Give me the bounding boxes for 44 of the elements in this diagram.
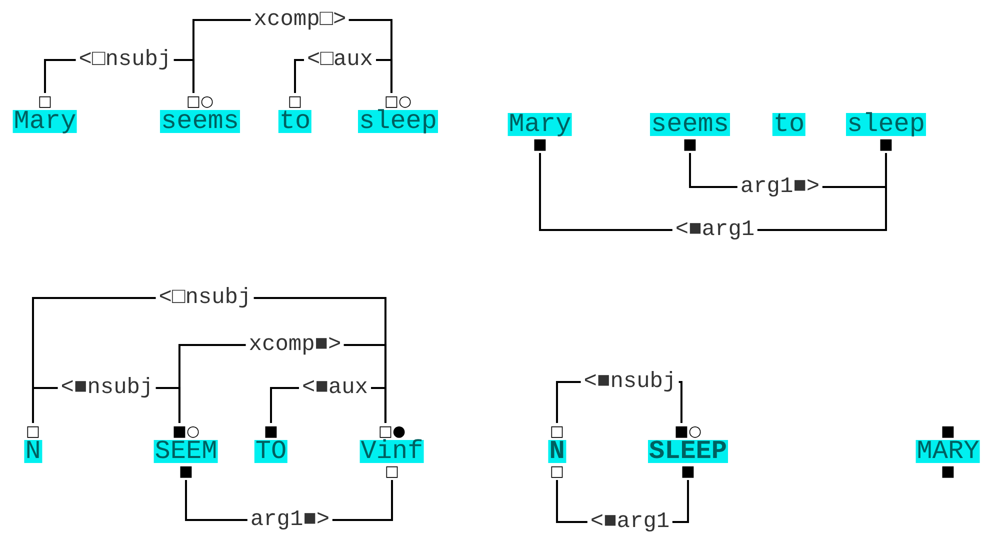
node-marker: ■	[264, 423, 278, 440]
node-marker: ■	[532, 136, 548, 153]
word-label: MARY	[916, 440, 980, 463]
edge-label: <■nsubj	[58, 377, 156, 399]
node-marker: □	[384, 463, 400, 480]
word-label: N	[548, 440, 566, 463]
word-label: TO	[254, 440, 288, 463]
node-marker: ■	[682, 136, 698, 153]
word-label: seems	[650, 113, 730, 136]
node-marker: □○	[186, 93, 214, 110]
edge-label: <□nsubj	[156, 287, 254, 309]
node-marker: ■	[940, 423, 956, 440]
node-marker: ■	[680, 463, 696, 480]
word-label: to	[772, 113, 806, 136]
edge-label: arg1■>	[737, 176, 823, 198]
edge-label: <□nsubj	[76, 49, 174, 71]
word-label: sleep	[846, 113, 926, 136]
node-marker: □	[288, 93, 302, 110]
node-marker: □●	[378, 423, 406, 440]
word-label: Vinf	[360, 440, 424, 463]
word-label: sleep	[358, 110, 438, 133]
edge-label: <■arg1	[672, 219, 758, 241]
word-label: to	[278, 110, 312, 133]
node-marker: ■	[178, 463, 194, 480]
node-marker: ■	[940, 463, 956, 480]
edge-label: xcomp■>	[246, 334, 344, 356]
node-marker: □	[26, 423, 40, 440]
word-label: Mary	[12, 110, 78, 133]
edge-label: xcomp□>	[250, 9, 350, 31]
node-marker: ■	[878, 136, 894, 153]
word-label: Mary	[508, 113, 572, 136]
word-label: seems	[160, 110, 240, 133]
node-marker: ■○	[674, 423, 702, 440]
edge-label: <■nsubj	[580, 371, 680, 393]
node-marker: □	[38, 93, 52, 110]
node-marker: □○	[384, 93, 412, 110]
node-marker: □	[550, 423, 564, 440]
edge-label: <■arg1	[587, 511, 673, 533]
word-label: SEEM	[154, 440, 218, 463]
node-marker: □	[550, 463, 564, 480]
edge-label: arg1■>	[247, 509, 333, 531]
node-marker: ■○	[172, 423, 200, 440]
word-label: N	[24, 440, 42, 463]
word-label: SLEEP	[648, 440, 728, 463]
